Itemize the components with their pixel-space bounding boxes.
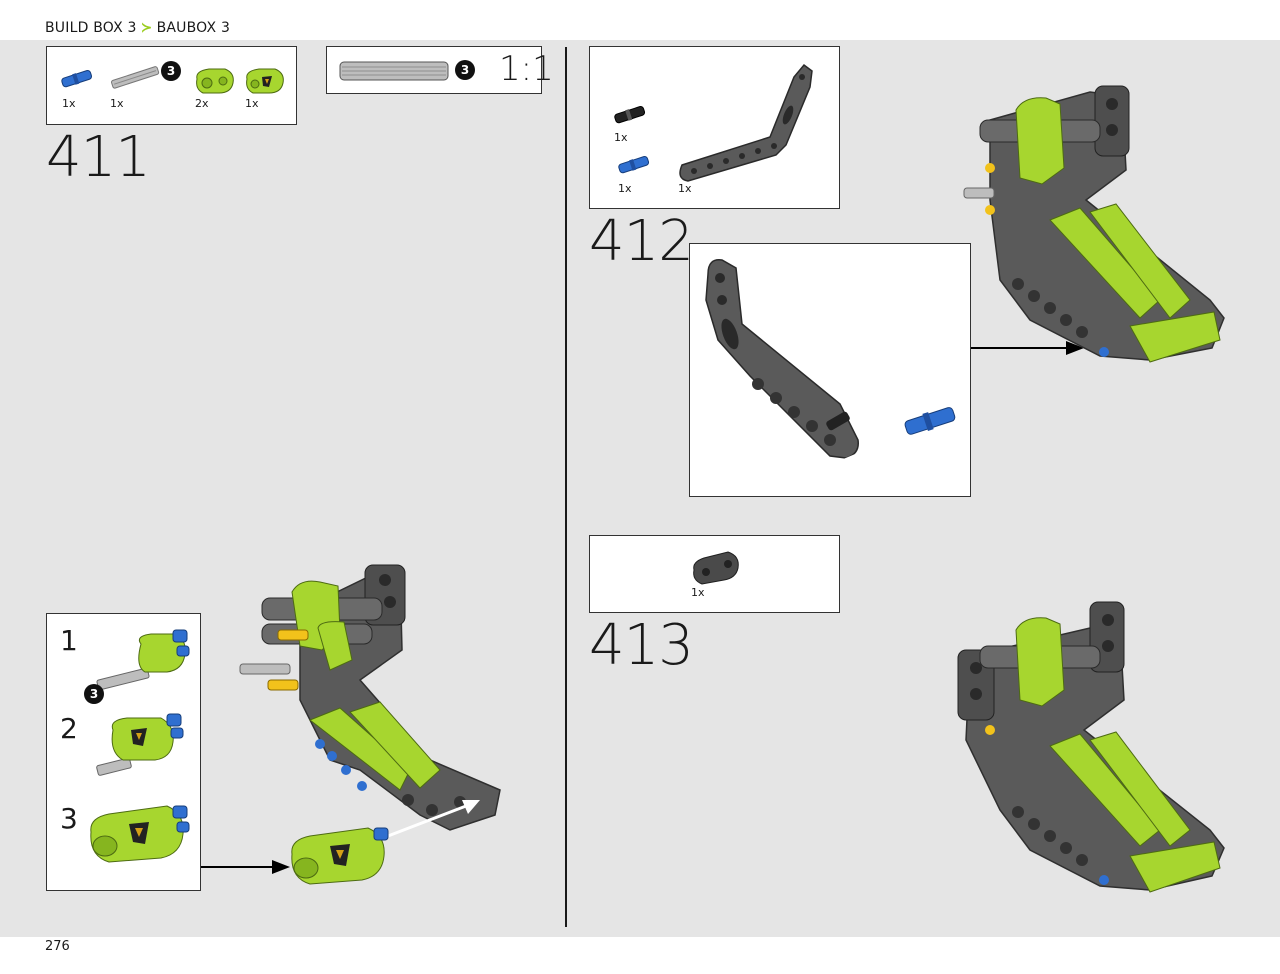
ruler-badge: 3 xyxy=(455,60,475,80)
step411-assembly-icon xyxy=(239,564,501,831)
part-qty: 1x xyxy=(110,97,124,110)
step411-parts-box: 3 1x 1x 2x 1x xyxy=(46,46,297,125)
black-pin-icon xyxy=(614,106,646,124)
step-number-412: 412 xyxy=(589,209,694,274)
substep-label-2: 2 xyxy=(60,712,78,745)
header-build-box-en: BUILD BOX 3 xyxy=(45,20,137,36)
step413-assembly-icon xyxy=(957,601,1225,893)
part-qty: 1x xyxy=(62,97,76,110)
step412-detail-illustration xyxy=(705,259,956,484)
substep1-badge: 3 xyxy=(84,684,104,704)
step411-parts-icons xyxy=(61,66,284,94)
part-qty: 2x xyxy=(195,97,209,110)
step-number-413: 413 xyxy=(589,613,694,678)
step412-parts-icons xyxy=(614,63,813,182)
column-divider xyxy=(565,47,567,927)
lime-connector-icon xyxy=(196,68,234,94)
blue-pin-detail-icon xyxy=(904,407,956,435)
substep-label-1: 1 xyxy=(60,624,78,657)
substep-box: 1 3 2 3 xyxy=(46,613,201,891)
header-title: BUILD BOX 3≻BAUBOX 3 xyxy=(45,20,230,36)
part-qty: 1x xyxy=(678,182,692,195)
step413-parts-box: 1x xyxy=(589,535,840,613)
step413-parts-icons xyxy=(693,551,739,585)
insert-connector-icon xyxy=(291,827,389,885)
part-qty: 1x xyxy=(245,97,259,110)
blue-pin-icon xyxy=(61,70,93,88)
step-number-411: 411 xyxy=(46,125,151,190)
header-arrow-icon: ≻ xyxy=(140,20,153,36)
part-qty: 1x xyxy=(614,131,628,144)
dark-connector-icon xyxy=(693,551,739,585)
page-number: 276 xyxy=(45,939,70,954)
substep-label-3: 3 xyxy=(60,802,78,835)
part-qty: 1x xyxy=(618,182,632,195)
step412-detail-box xyxy=(689,243,971,497)
ruler-scale: 1:1 xyxy=(499,49,554,89)
ruler-box: 3 1:1 xyxy=(326,46,554,94)
grey-bent-beam-icon xyxy=(679,63,813,182)
lime-connector-emblem-icon xyxy=(246,68,284,94)
page-header: BUILD BOX 3≻BAUBOX 3 xyxy=(0,0,1280,40)
substep-illustrations xyxy=(90,629,190,863)
axle-ruler-icon xyxy=(339,61,449,81)
blue-pin-icon xyxy=(618,156,650,174)
axle-length-badge: 3 xyxy=(161,61,181,81)
header-build-box-de: BAUBOX 3 xyxy=(156,20,231,36)
bent-beam-detail-icon xyxy=(705,259,859,459)
step412-assembly-icon xyxy=(963,85,1225,363)
page-footer xyxy=(0,937,1280,974)
part-qty: 1x xyxy=(691,586,705,599)
substep1-assembly-icon xyxy=(96,629,190,691)
grey-axle-icon xyxy=(111,66,160,89)
step412-parts-box: 1x 1x 1x xyxy=(589,46,840,209)
substep3-assembly-icon xyxy=(90,805,190,863)
substep2-assembly-icon xyxy=(96,713,184,776)
